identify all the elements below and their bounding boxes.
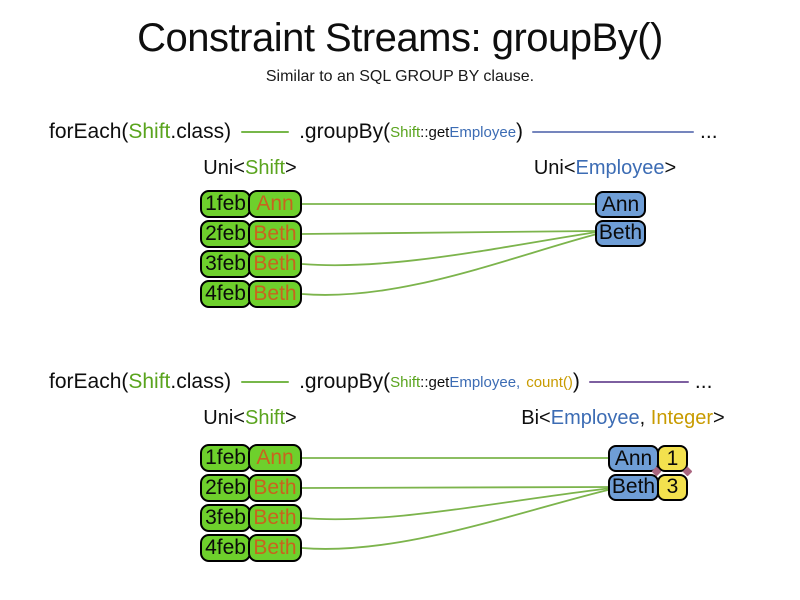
code-groupby: .groupBy(: [299, 370, 391, 393]
stream-line-purple: [588, 381, 689, 383]
label-type-employee: Employee: [575, 157, 665, 179]
code-line-groupby-uni: forEach(Shift.class) .groupBy(Shift::get…: [49, 119, 718, 145]
label-suffix: >: [285, 407, 297, 429]
stream-line-blue: [532, 131, 695, 133]
label-prefix: Uni<: [533, 157, 576, 179]
code-close-paren: ): [516, 120, 524, 143]
label-prefix: Uni<: [203, 407, 245, 429]
group-employee: Ann: [595, 191, 646, 218]
shift-employee: Ann: [248, 190, 302, 218]
shift-date: 1feb: [200, 444, 251, 472]
label-uni-shift-1: Uni<Shift>: [203, 157, 296, 180]
code-class-suffix: .class): [170, 120, 232, 143]
shift-date: 1feb: [200, 190, 251, 218]
label-separator: ,: [639, 407, 651, 429]
code-class-suffix: .class): [170, 370, 232, 393]
code-key-class: Shift: [390, 123, 421, 141]
label-uni-shift-2: Uni<Shift>: [203, 407, 296, 430]
code-foreach: forEach(: [49, 120, 129, 143]
code-line-groupby-bi: forEach(Shift.class) .groupBy(Shift::get…: [49, 369, 712, 395]
label-bi-employee-integer: Bi<Employee, Integer>: [521, 407, 724, 430]
shift-date: 4feb: [200, 280, 251, 308]
shift-date: 3feb: [200, 250, 251, 278]
group-count: 3: [657, 473, 688, 501]
shift-employee: Beth: [248, 504, 302, 532]
group-result-1: Ann Beth: [595, 191, 646, 248]
shift-date: 4feb: [200, 534, 251, 562]
group-employee: Ann: [608, 445, 659, 472]
shift-employee: Beth: [248, 534, 302, 562]
shift-employee: Beth: [248, 474, 302, 502]
code-key-class: Shift: [390, 373, 421, 391]
slide-title: Constraint Streams: groupBy(): [137, 16, 663, 60]
group-row: Ann: [595, 191, 646, 218]
stream-line-green: [241, 131, 290, 133]
code-ellipsis: ...: [700, 120, 718, 143]
label-type-shift: Shift: [244, 157, 286, 179]
label-type-shift: Shift: [244, 407, 286, 429]
code-key-accessor: ::get: [420, 123, 450, 141]
shift-employee: Beth: [248, 220, 302, 248]
group-count: 1: [657, 445, 688, 472]
code-key-accessor: ::get: [420, 373, 450, 391]
shift-employee: Beth: [248, 280, 302, 308]
label-uni-employee: Uni<Employee>: [534, 157, 676, 180]
code-key-prop: Employee,: [449, 373, 521, 391]
code-shift-class: Shift: [128, 370, 171, 393]
label-prefix: Uni<: [203, 157, 245, 179]
label-prefix: Bi<: [521, 407, 551, 429]
code-key-prop: Employee: [449, 123, 517, 141]
wire-s2-row3-to-beth: [301, 487, 613, 521]
label-type-employee: Employee: [550, 407, 640, 429]
wire-s2-row2-to-beth: [301, 486, 613, 489]
shift-employee: Beth: [248, 250, 302, 278]
label-suffix: >: [713, 407, 725, 429]
code-close-paren: ): [572, 370, 580, 393]
code-groupby: .groupBy(: [299, 120, 391, 143]
slide-subtitle: Similar to an SQL GROUP BY clause.: [265, 68, 535, 85]
group-employee: Beth: [608, 473, 659, 501]
code-shift-class: Shift: [128, 120, 171, 143]
code-foreach: forEach(: [49, 370, 129, 393]
wire-s1-row2-to-beth: [301, 230, 598, 235]
label-suffix: >: [285, 157, 297, 179]
group-employee: Beth: [595, 219, 646, 247]
code-ellipsis: ...: [694, 370, 713, 393]
stream-line-green: [241, 381, 290, 383]
label-type-integer: Integer: [650, 407, 714, 429]
shift-date: 3feb: [200, 504, 251, 532]
wire-s1-row4-to-beth: [301, 233, 598, 296]
wire-s1-row3-to-beth: [301, 231, 598, 267]
wire-s2-row4-to-beth: [301, 488, 613, 550]
group-row: Beth: [595, 219, 646, 247]
code-collector-count: count(): [526, 373, 573, 391]
label-suffix: >: [664, 157, 677, 179]
shift-date: 2feb: [200, 474, 251, 502]
shift-date: 2feb: [200, 220, 251, 248]
shift-employee: Ann: [248, 444, 302, 472]
